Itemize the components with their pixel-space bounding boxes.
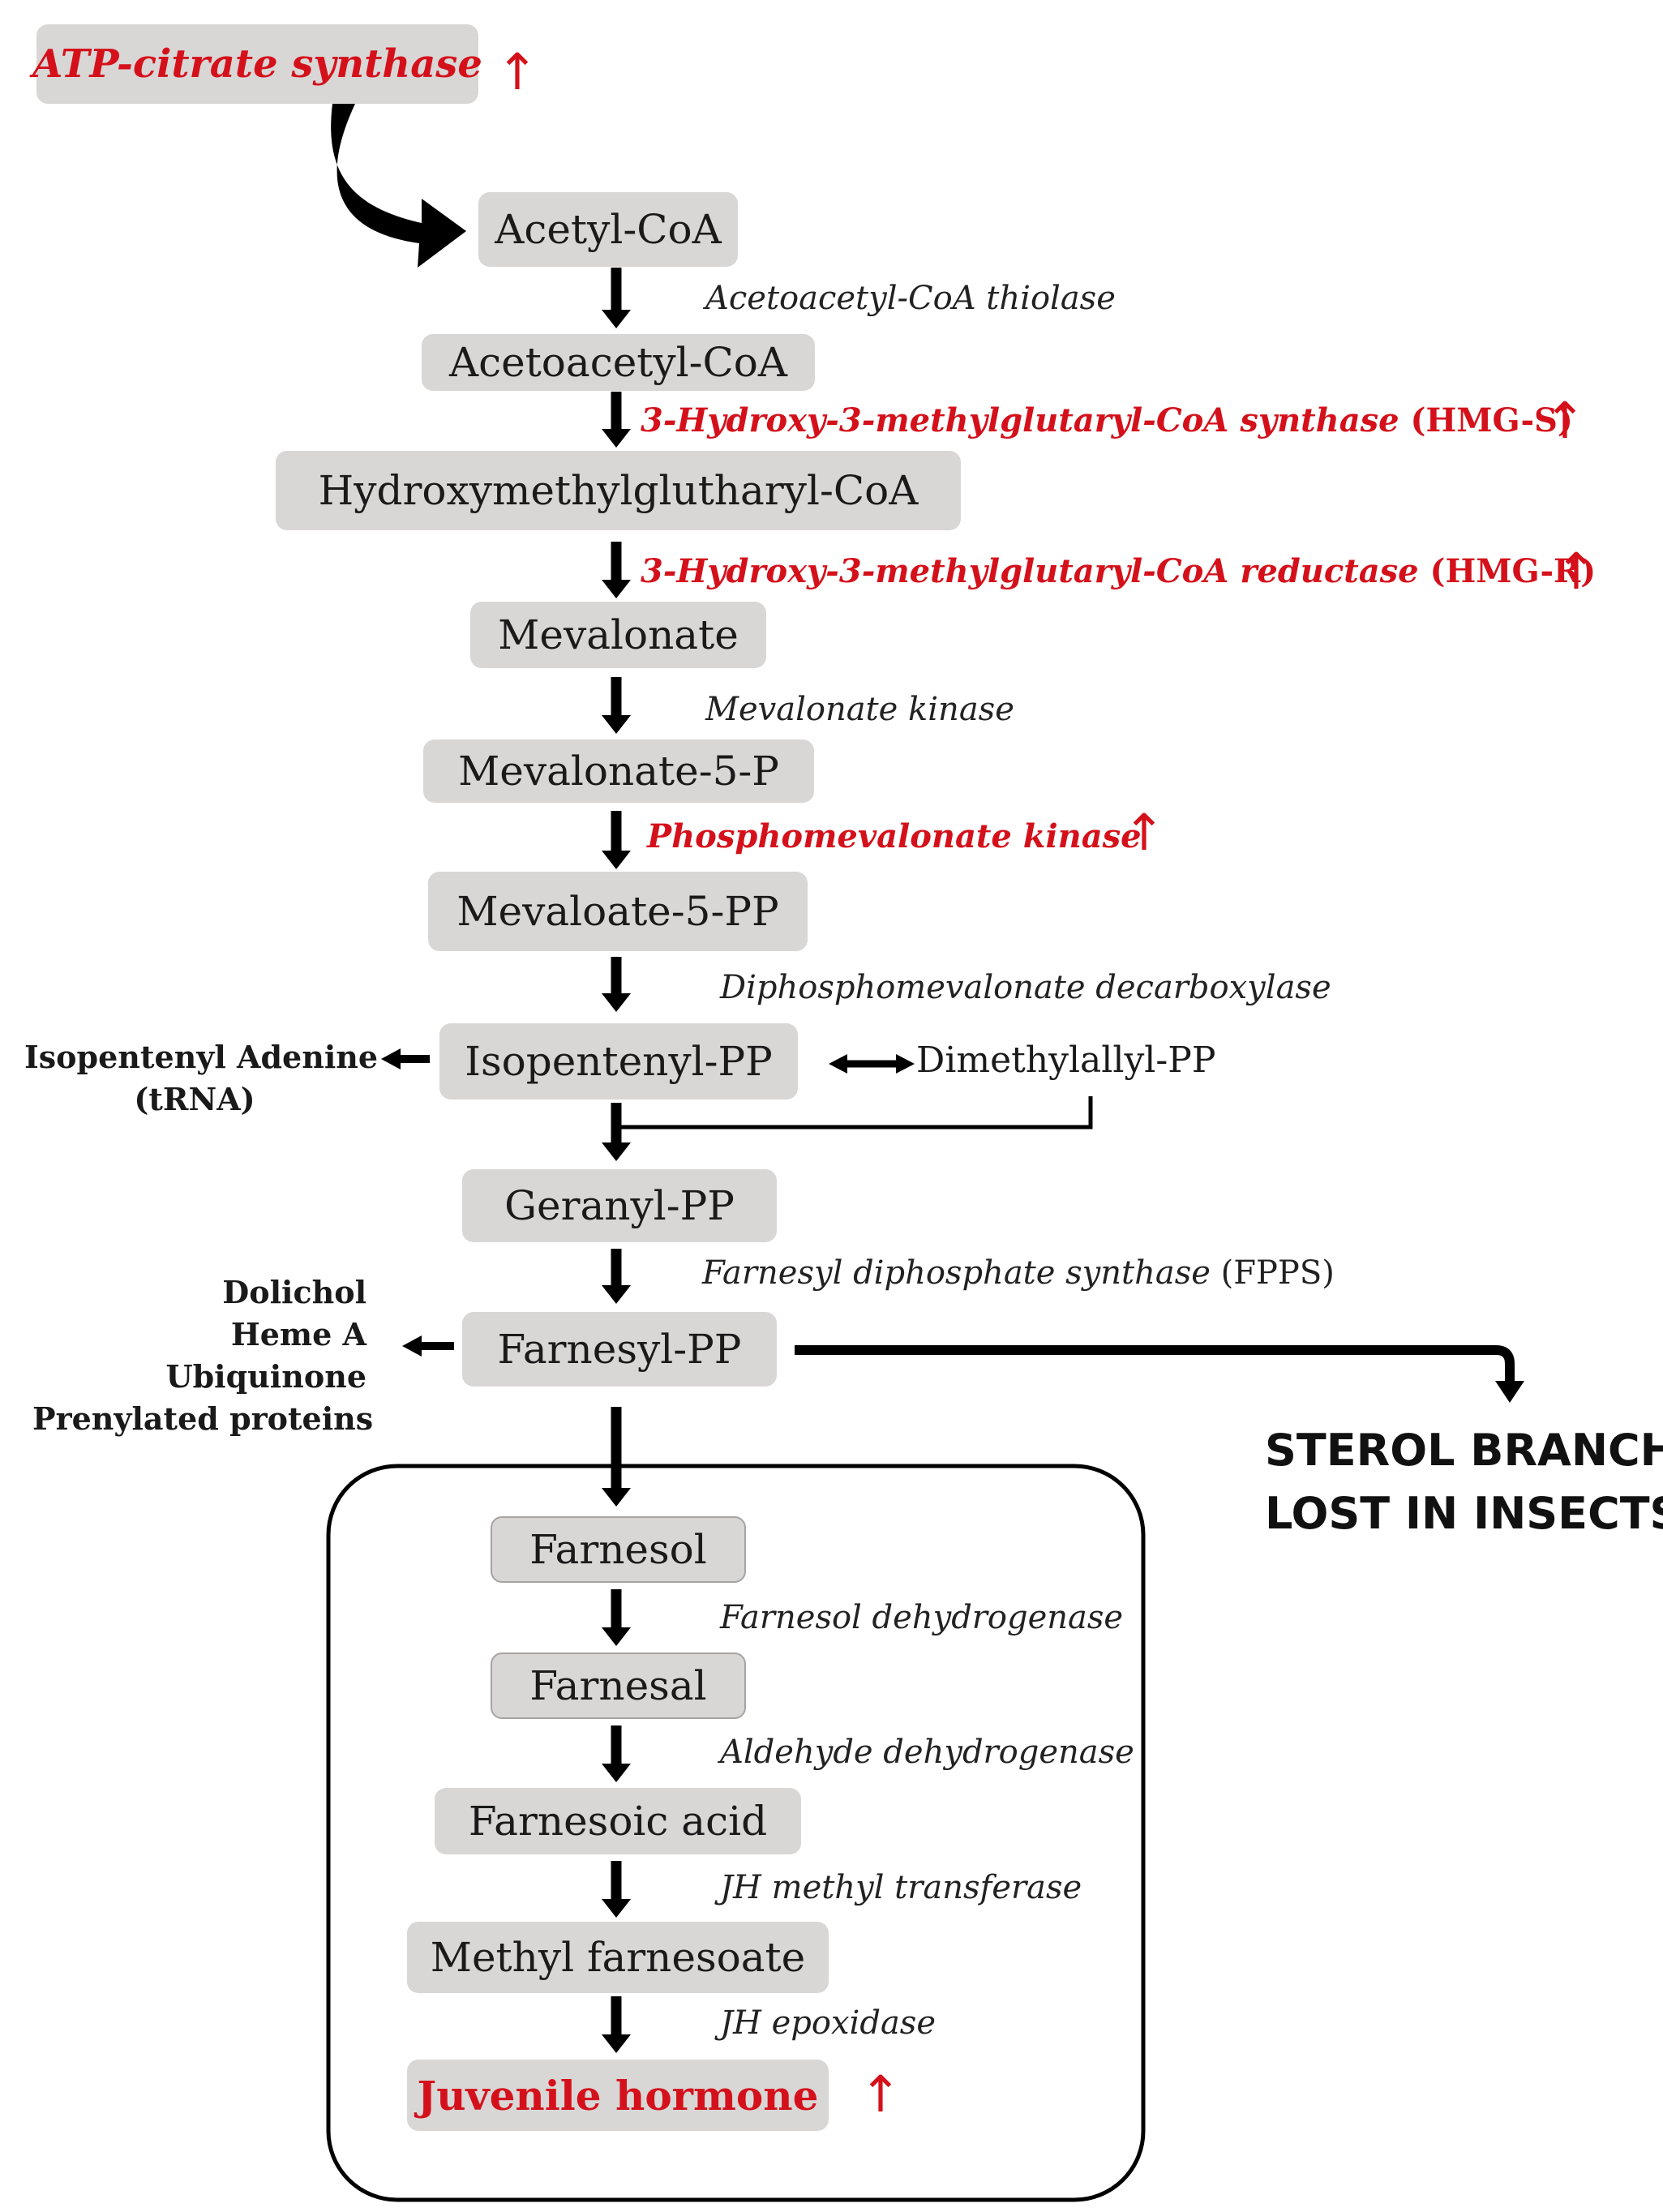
curved-arrow-atp-to-acetyl [331, 104, 466, 268]
enzyme-phosphomevalonate-kinase: Phosphomevalonate kinase [647, 817, 1142, 855]
arrow-farnesyl-to-side-products [402, 1335, 454, 1357]
up-arrow-phospho: ↑ [1123, 803, 1165, 862]
hmgs-label: 3-Hydroxy-3-methylglutaryl-CoA synthase [641, 401, 1399, 439]
dimethylallyl-join-line [616, 1096, 1093, 1130]
up-arrow-atp: ↑ [496, 42, 538, 101]
enzyme-hmgs: 3-Hydroxy-3-methylglutaryl-CoA synthase … [641, 401, 1573, 439]
fpps-abbr: (FPPS) [1220, 1254, 1335, 1292]
node-acetyl-coa: Acetyl-CoA [478, 192, 738, 267]
enzyme-aldehyde-dehydrogenase: Aldehyde dehydrogenase [720, 1734, 1134, 1771]
up-arrow-hmgs: ↑ [1544, 391, 1586, 450]
enzyme-decarboxylase: Diphosphomevalonate decarboxylase [720, 969, 1331, 1006]
node-hmg-coa: Hydroxymethylglutharyl-CoA [276, 451, 961, 530]
double-arrow-ipp-dmapp [829, 1054, 915, 1074]
heme-a-label: Heme A [230, 1316, 366, 1352]
enzyme-fpps: Farnesyl diphosphate synthase (FPPS) [702, 1254, 1335, 1292]
trna-label: (tRNA) [134, 1081, 255, 1117]
node-acetoacetyl-coa: Acetoacetyl-CoA [422, 334, 815, 391]
node-farnesoic-acid: Farnesoic acid [435, 1788, 801, 1854]
node-isopentenyl-pp: Isopentenyl-PP [439, 1023, 798, 1100]
enzyme-farnesol-dehydrogenase: Farnesol dehydrogenase [720, 1599, 1124, 1636]
enzyme-jh-methyl-transferase: JH methyl transferase [720, 1869, 1082, 1906]
main-chain-arrowheads [602, 310, 631, 2053]
arrow-ipp-to-adenine [381, 1048, 430, 1070]
sterol-line2: LOST IN INSECTS [1265, 1488, 1663, 1539]
node-juvenile-hormone: Juvenile hormone [407, 2060, 829, 2131]
node-methyl-farnesoate: Methyl farnesoate [407, 1922, 829, 1993]
hmgs-abbr: (HMG-S) [1410, 401, 1573, 439]
atp-citrate-label: ATP-citrate synthase [32, 41, 482, 87]
hmgr-label: 3-Hydroxy-3-methylglutaryl-CoA reductase [641, 552, 1419, 590]
up-arrow-hmgr: ↑ [1555, 542, 1597, 601]
node-farnesyl-pp: Farnesyl-PP [462, 1312, 777, 1387]
dolichol-label: Dolichol [222, 1274, 366, 1310]
enzyme-thiolase: Acetoacetyl-CoA thiolase [705, 280, 1116, 317]
node-farnesal: Farnesal [491, 1653, 746, 1719]
node-mevaloate-5pp: Mevaloate-5-PP [428, 872, 808, 951]
fpps-label: Farnesyl diphosphate synthase [702, 1254, 1211, 1292]
enzyme-hmgr: 3-Hydroxy-3-methylglutaryl-CoA reductase… [641, 552, 1596, 590]
node-mevalonate-5p: Mevalonate-5-P [423, 739, 814, 803]
sterol-branch-note: STEROL BRANCH LOST IN INSECTS [1265, 1419, 1663, 1545]
isopentenyl-adenine-label: Isopentenyl Adenine [24, 1039, 379, 1075]
juvenile-hormone-label: Juvenile hormone [417, 2071, 819, 2120]
arrow-farnesyl-to-sterol [795, 1345, 1524, 1403]
enzyme-jh-epoxidase: JH epoxidase [720, 2004, 936, 2042]
enzyme-mevalonate-kinase: Mevalonate kinase [705, 691, 1014, 728]
node-mevalonate: Mevalonate [470, 602, 766, 668]
node-dimethylallyl-pp: Dimethylallyl-PP [916, 1040, 1216, 1081]
node-atp-citrate-synthase: ATP-citrate synthase [32, 24, 482, 104]
prenylated-proteins-label: Prenylated proteins [32, 1400, 374, 1437]
side-isopentenyl-adenine: Isopentenyl Adenine (tRNA) [24, 1036, 379, 1121]
hmgr-abbr: (HMG-R) [1429, 552, 1597, 590]
sterol-line1: STEROL BRANCH [1265, 1425, 1663, 1476]
up-arrow-jh: ↑ [859, 2064, 902, 2124]
node-farnesol: Farnesol [491, 1516, 746, 1583]
ubiquinone-label: Ubiquinone [165, 1358, 366, 1395]
side-farnesyl-products: Dolichol Heme A Ubiquinone Prenylated pr… [32, 1271, 374, 1440]
node-geranyl-pp: Geranyl-PP [462, 1169, 777, 1242]
jh-branch-enclosure [326, 1464, 1146, 2202]
